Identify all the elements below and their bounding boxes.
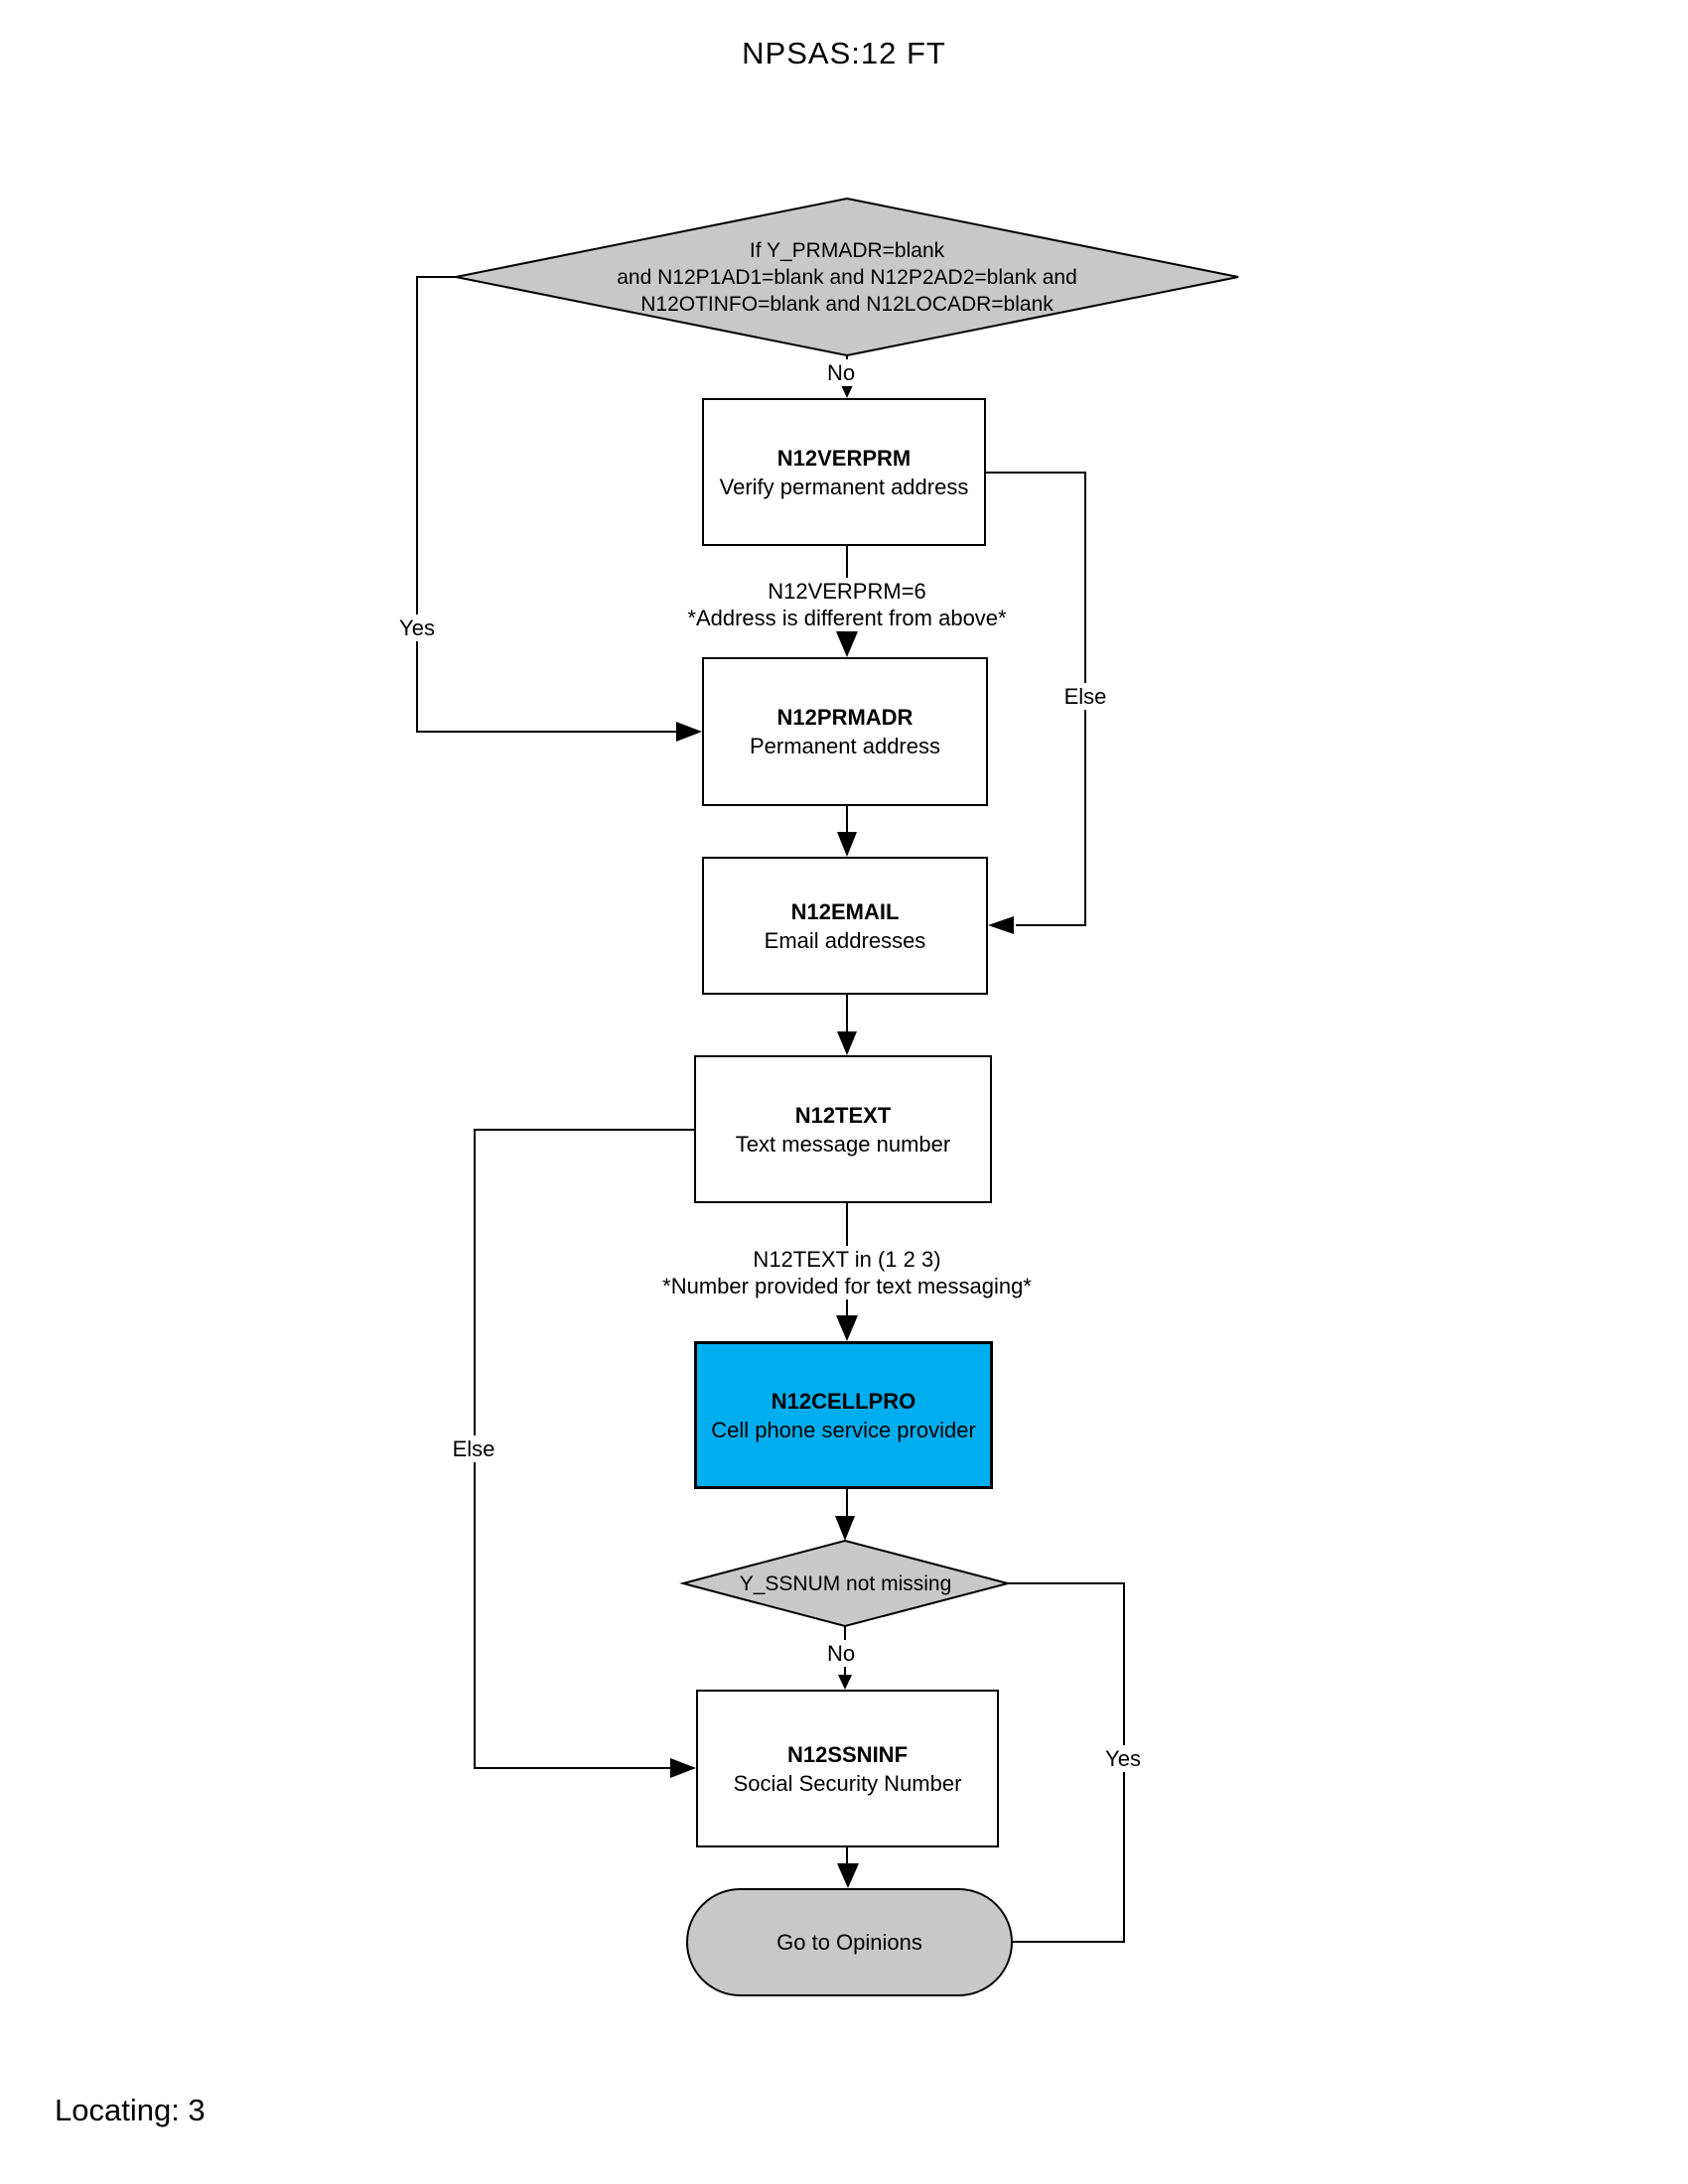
node-title: N12TEXT [794, 1102, 892, 1128]
node-n12prmadr: N12PRMADR Permanent address [702, 657, 988, 806]
edge-else-text-to-ssninf [474, 1129, 694, 1769]
footer-label: Locating: 3 [55, 2093, 206, 2127]
terminator-label: Go to Opinions [776, 1929, 922, 1955]
decision-text-line: N12OTINFO=blank and N12LOCADR=blank [640, 292, 1054, 316]
decision-text-line: If Y_PRMADR=blank [749, 238, 945, 262]
node-title: N12SSNINF [786, 1741, 909, 1767]
node-title: N12EMAIL [790, 898, 900, 924]
arrowhead-into-ssninf-left [670, 1758, 696, 1778]
edge-yes-diamond1-to-prmadr [416, 276, 678, 733]
node-n12cellpro: N12CELLPRO Cell phone service provider [694, 1341, 993, 1489]
arrowhead-into-cellpro-top [836, 1315, 858, 1341]
node-description: Verify permanent address [719, 474, 969, 499]
node-n12ssninf: N12SSNINF Social Security Number [696, 1690, 999, 1847]
condition-line: *Number provided for text messaging* [662, 1274, 1032, 1298]
condition-line: *Address is different from above* [687, 606, 1007, 630]
edge-label-verprm-condition: N12VERPRM=6 *Address is different from a… [683, 578, 1011, 631]
node-n12email: N12EMAIL Email addresses [702, 857, 988, 995]
edge-label-yes-left: Yes [395, 614, 439, 641]
arrowhead-into-prmadr-left [676, 722, 702, 742]
decision-address-blank-text: If Y_PRMADR=blank and N12P1AD1=blank and… [456, 199, 1238, 355]
node-description: Social Security Number [733, 1770, 962, 1796]
node-description: Permanent address [750, 734, 940, 758]
edge-label-no-bottom: No [822, 1640, 860, 1667]
arrowhead-into-end-top [837, 1863, 859, 1888]
edge-label-else-left: Else [448, 1435, 499, 1462]
edge-label-text-condition: N12TEXT in (1 2 3) *Number provided for … [658, 1246, 1036, 1299]
arrowhead-into-prmadr-top [836, 631, 858, 657]
node-description: Email addresses [764, 927, 926, 953]
arrowhead-into-text-top [837, 1031, 857, 1055]
condition-line: N12TEXT in (1 2 3) [753, 1247, 941, 1272]
edge-label-else-right: Else [1059, 683, 1111, 710]
arrowhead-into-diamond2-top [835, 1516, 855, 1541]
edge-label-no-top: No [822, 359, 860, 386]
decision-ssnum-text: Y_SSNUM not missing [683, 1541, 1008, 1626]
node-title: N12VERPRM [776, 445, 912, 471]
edge-label-yes-right: Yes [1101, 1745, 1145, 1772]
page-title: NPSAS:12 FT [742, 36, 946, 70]
node-description: Cell phone service provider [711, 1417, 976, 1442]
decision-text-line: and N12P1AD1=blank and N12P2AD2=blank an… [617, 265, 1077, 289]
arrowhead-into-verprm [840, 383, 854, 398]
node-title: N12CELLPRO [771, 1388, 916, 1414]
node-n12verprm: N12VERPRM Verify permanent address [702, 398, 986, 546]
arrowhead-into-ssninf-top [838, 1675, 852, 1690]
decision-text-line: Y_SSNUM not missing [739, 1571, 952, 1595]
node-description: Text message number [735, 1131, 951, 1157]
node-title: N12PRMADR [776, 705, 914, 730]
arrowhead-into-email-top [837, 832, 857, 857]
condition-line: N12VERPRM=6 [768, 579, 926, 604]
arrowhead-into-email-right [988, 916, 1014, 934]
node-go-to-opinions: Go to Opinions [686, 1888, 1013, 1996]
node-n12text: N12TEXT Text message number [694, 1055, 992, 1203]
